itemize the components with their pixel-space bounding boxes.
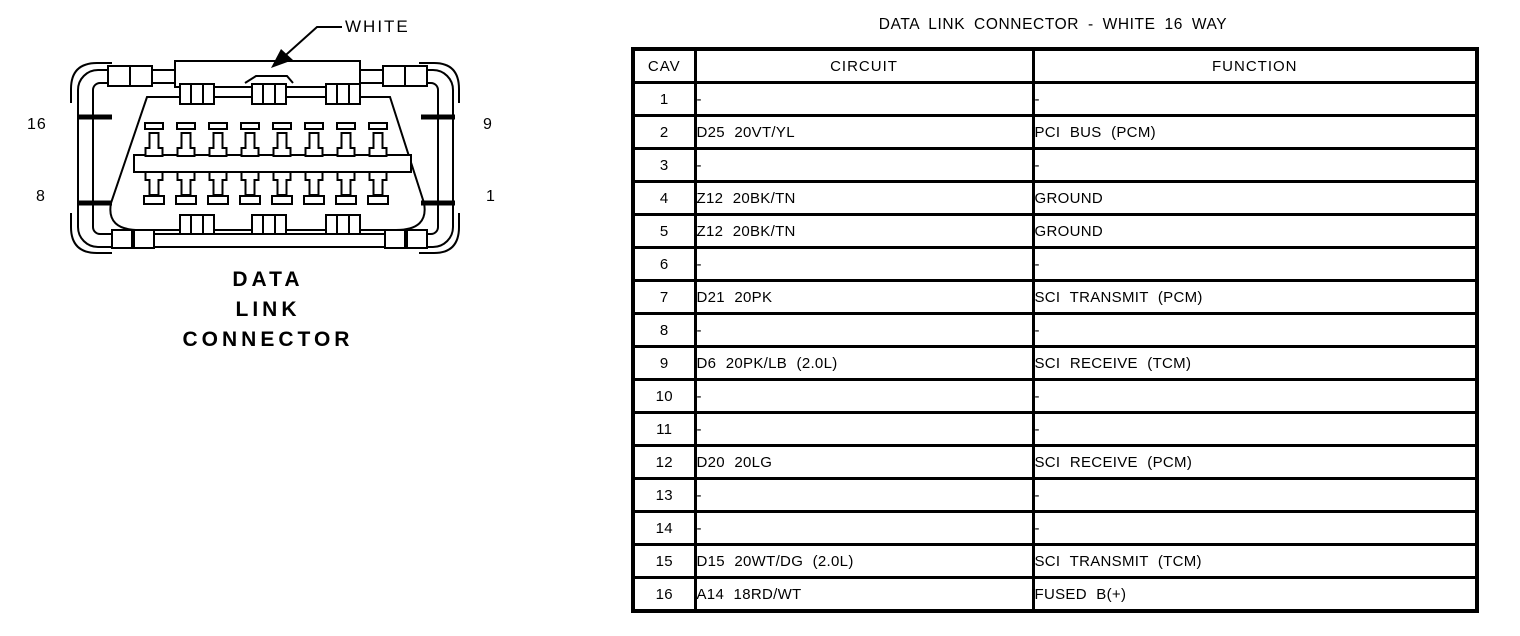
- function-cell: -: [1031, 510, 1479, 546]
- circuit-cell: -: [693, 411, 1035, 447]
- function-cell: FUSED B(+): [1031, 576, 1479, 613]
- cav-cell: 5: [631, 213, 697, 249]
- white-arrow: [271, 26, 342, 68]
- circuit-cell: Z12 20BK/TN: [693, 213, 1035, 249]
- cav-cell: 16: [631, 576, 697, 613]
- connector-drawing: [70, 26, 460, 254]
- table-row: 8--: [631, 312, 1479, 348]
- figure-caption-line: DATA: [232, 268, 304, 291]
- cav-cell: 14: [631, 510, 697, 546]
- column-header-circuit: CIRCUIT: [693, 47, 1035, 84]
- circuit-cell: -: [693, 312, 1035, 348]
- table-header-row: CAV CIRCUIT FUNCTION: [631, 47, 1479, 84]
- connector-terminal-bar: [133, 154, 412, 173]
- connector-notches: [107, 65, 428, 249]
- function-cell: -: [1031, 411, 1479, 447]
- table-title: DATA LINK CONNECTOR - WHITE 16 WAY: [878, 16, 1228, 33]
- function-cell: PCI BUS (PCM): [1031, 114, 1479, 150]
- cav-cell: 1: [631, 81, 697, 117]
- cav-cell: 2: [631, 114, 697, 150]
- table-row: 1--: [631, 81, 1479, 117]
- table-row: 10--: [631, 378, 1479, 414]
- circuit-cell: -: [693, 147, 1035, 183]
- connector-index-boxes: [179, 83, 361, 235]
- circuit-cell: A14 18RD/WT: [693, 576, 1035, 613]
- connector-corner-brackets: [70, 62, 460, 254]
- pin-label-16: 16: [27, 116, 47, 133]
- function-cell: SCI RECEIVE (TCM): [1031, 345, 1479, 381]
- cav-cell: 13: [631, 477, 697, 513]
- table-row: 3--: [631, 147, 1479, 183]
- circuit-cell: -: [693, 510, 1035, 546]
- figure-caption-line: LINK: [235, 298, 301, 321]
- pin-label-8: 8: [36, 188, 46, 205]
- function-cell: -: [1031, 312, 1479, 348]
- column-header-function: FUNCTION: [1031, 47, 1479, 84]
- function-cell: SCI RECEIVE (PCM): [1031, 444, 1479, 480]
- circuit-cell: D21 20PK: [693, 279, 1035, 315]
- circuit-cell: D25 20VT/YL: [693, 114, 1035, 150]
- table-row: 6--: [631, 246, 1479, 282]
- cav-cell: 10: [631, 378, 697, 414]
- connector-color-label: WHITE: [345, 17, 410, 36]
- column-header-cav: CAV: [631, 47, 697, 84]
- circuit-cell: Z12 20BK/TN: [693, 180, 1035, 216]
- table-row: 11--: [631, 411, 1479, 447]
- circuit-cell: D20 20LG: [693, 444, 1035, 480]
- function-cell: -: [1031, 81, 1479, 117]
- cav-cell: 6: [631, 246, 697, 282]
- cav-cell: 12: [631, 444, 697, 480]
- cav-cell: 15: [631, 543, 697, 579]
- function-cell: -: [1031, 147, 1479, 183]
- circuit-cell: -: [693, 378, 1035, 414]
- cav-cell: 4: [631, 180, 697, 216]
- cav-cell: 8: [631, 312, 697, 348]
- table-row: 14--: [631, 510, 1479, 546]
- circuit-cell: -: [693, 477, 1035, 513]
- figure-caption-line: CONNECTOR: [182, 328, 354, 351]
- circuit-cell: D6 20PK/LB (2.0L): [693, 345, 1035, 381]
- pin-label-1: 1: [486, 188, 496, 205]
- table-row: 13--: [631, 477, 1479, 513]
- circuit-cell: -: [693, 246, 1035, 282]
- figure-caption: DATA LINK CONNECTOR: [118, 265, 418, 355]
- cav-cell: 11: [631, 411, 697, 447]
- circuit-cell: D15 20WT/DG (2.0L): [693, 543, 1035, 579]
- function-cell: GROUND: [1031, 180, 1479, 216]
- cav-cell: 3: [631, 147, 697, 183]
- function-cell: SCI TRANSMIT (PCM): [1031, 279, 1479, 315]
- function-cell: -: [1031, 477, 1479, 513]
- cav-cell: 9: [631, 345, 697, 381]
- connector-tick-marks: [79, 114, 455, 206]
- circuit-cell: -: [693, 81, 1035, 117]
- cav-cell: 7: [631, 279, 697, 315]
- function-cell: -: [1031, 246, 1479, 282]
- function-cell: SCI TRANSMIT (TCM): [1031, 543, 1479, 579]
- pin-label-9: 9: [483, 116, 493, 133]
- function-cell: GROUND: [1031, 213, 1479, 249]
- function-cell: -: [1031, 378, 1479, 414]
